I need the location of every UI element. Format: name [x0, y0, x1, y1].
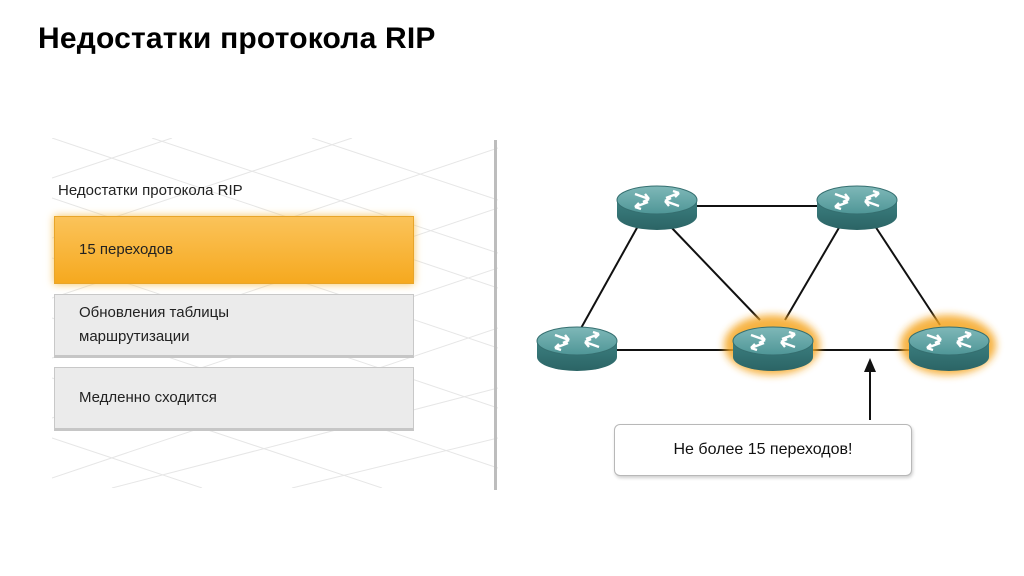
callout-arrow: [864, 358, 876, 420]
callout-text: Не более 15 переходов!: [673, 441, 853, 458]
slide-title: Недостатки протокола RIP: [38, 22, 436, 55]
router-icon[interactable]: [731, 325, 815, 373]
menu-item-label: Медленно сходится: [79, 389, 217, 406]
menu-item-routing-updates[interactable]: Обновления таблицы маршрутизации: [54, 294, 414, 358]
link-r2-r4: [784, 225, 841, 321]
hop-limit-callout: Не более 15 переходов!: [614, 424, 912, 476]
network-diagram: [535, 184, 996, 420]
router-icon[interactable]: [815, 184, 899, 232]
panel-divider: [494, 140, 497, 490]
link-r1-r4: [669, 225, 761, 321]
router-icon[interactable]: [907, 325, 991, 373]
link-r1-r3: [579, 225, 639, 331]
menu-item-label: 15 переходов: [79, 241, 174, 258]
link-r2-r5: [874, 225, 941, 326]
router-icon[interactable]: [535, 325, 619, 373]
menu-item-label: Обновления таблицы маршрутизации: [79, 304, 230, 345]
router-icon[interactable]: [615, 184, 699, 232]
menu-item-15-hops[interactable]: 15 переходов: [54, 216, 414, 284]
menu-title: Недостатки протокола RIP: [58, 182, 243, 199]
menu-item-slow-convergence[interactable]: Медленно сходится: [54, 367, 414, 431]
